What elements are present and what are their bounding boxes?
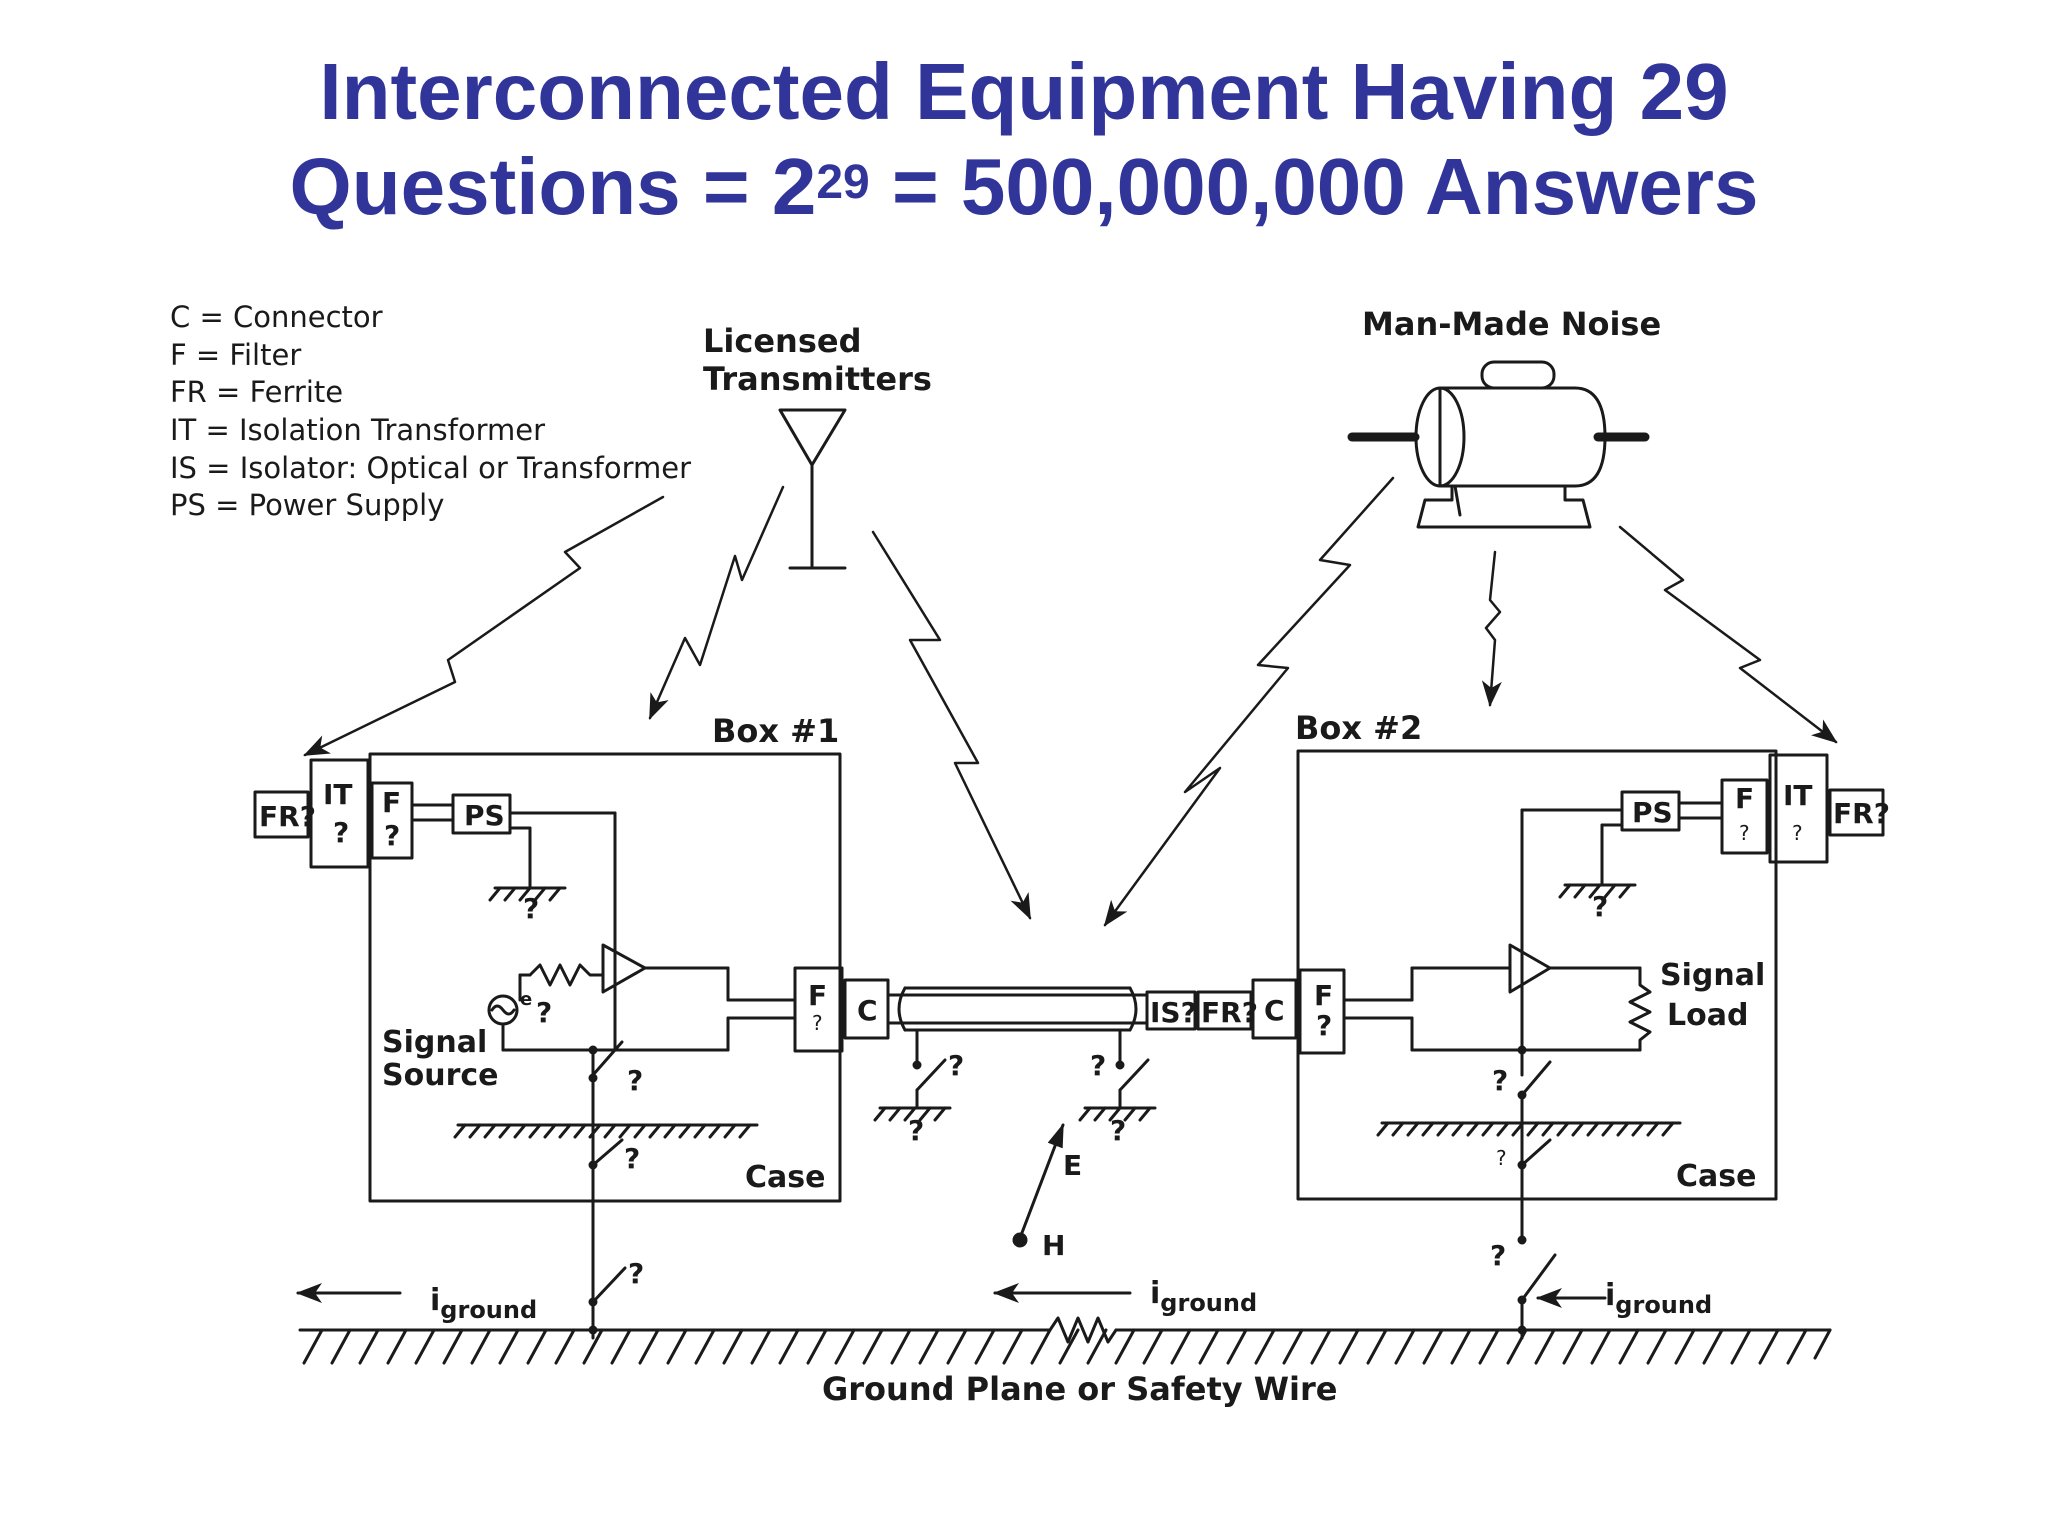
shielded-cable bbox=[886, 986, 1149, 1032]
antenna-icon bbox=[778, 408, 847, 570]
box1-title: Box #1 bbox=[712, 712, 839, 750]
zigzag-arrow-noise-cable bbox=[1103, 476, 1395, 927]
svg-text:?: ? bbox=[384, 819, 400, 852]
licensed-label-1: Licensed bbox=[703, 322, 861, 360]
legend-ferrite: FR = Ferrite bbox=[170, 375, 343, 409]
ground-plane bbox=[298, 1316, 1832, 1365]
svg-text:IT: IT bbox=[323, 778, 353, 811]
svg-text:?: ? bbox=[908, 1114, 924, 1147]
licensed-label-2: Transmitters bbox=[703, 360, 932, 398]
zigzag-arrow-transmitter-left bbox=[648, 485, 785, 720]
svg-text:F: F bbox=[1735, 782, 1754, 815]
box2-connector: C bbox=[1251, 978, 1298, 1040]
svg-text:?: ? bbox=[1316, 1009, 1332, 1042]
box2-load-label-2: Load bbox=[1667, 998, 1748, 1033]
legend-isolation-transformer: IT = Isolation Transformer bbox=[170, 413, 545, 447]
motor-icon bbox=[1347, 360, 1650, 529]
svg-text:FR?: FR? bbox=[1201, 996, 1258, 1029]
svg-text:F: F bbox=[382, 786, 401, 819]
svg-text:IT: IT bbox=[1783, 779, 1813, 812]
svg-text:?: ? bbox=[1592, 890, 1608, 923]
e-field-label: E bbox=[1063, 1149, 1082, 1182]
svg-text:?: ? bbox=[1496, 1146, 1507, 1170]
box2-amplifier bbox=[1508, 943, 1552, 994]
svg-text:?: ? bbox=[536, 996, 552, 1029]
svg-text:?: ? bbox=[812, 1011, 823, 1035]
box2-isolation-transformer: IT ? bbox=[1768, 753, 1829, 864]
svg-text:IS?: IS? bbox=[1150, 996, 1197, 1029]
svg-text:FR?: FR? bbox=[259, 800, 316, 833]
box1-connector: C bbox=[843, 978, 890, 1040]
box1-case bbox=[368, 752, 842, 1203]
box1-case-label: Case bbox=[745, 1160, 825, 1195]
box2-load-label-1: Signal bbox=[1660, 958, 1765, 993]
box2-input-filter: F ? bbox=[1298, 968, 1346, 1055]
box1-source-label-1: Signal bbox=[382, 1025, 487, 1060]
svg-text:F: F bbox=[808, 979, 827, 1012]
ground-current-label-center: iground bbox=[1150, 1276, 1257, 1317]
svg-text:PS: PS bbox=[464, 799, 505, 832]
box1-power-supply: PS bbox=[451, 793, 512, 835]
legend-connector: C = Connector bbox=[170, 300, 383, 334]
svg-text:?: ? bbox=[1090, 1049, 1106, 1082]
field-probe: E H bbox=[1012, 1123, 1082, 1262]
svg-text:FR?: FR? bbox=[1833, 797, 1890, 830]
cable-isolator: IS? bbox=[1145, 990, 1197, 1031]
svg-text:C: C bbox=[857, 994, 878, 1027]
svg-text:?: ? bbox=[628, 1257, 644, 1290]
svg-text:?: ? bbox=[1739, 821, 1750, 845]
box1-ferrite: FR? bbox=[253, 790, 316, 839]
box1-filter: F ? bbox=[370, 781, 414, 860]
title-line-2-pre: Questions = 2 bbox=[289, 142, 817, 231]
box1-source-label-2: Source bbox=[382, 1058, 499, 1093]
box2-filter: F ? bbox=[1720, 778, 1769, 855]
box1-amplifier bbox=[601, 943, 647, 994]
box2-title: Box #2 bbox=[1295, 709, 1422, 747]
svg-text:F: F bbox=[1314, 979, 1333, 1012]
noise-label: Man-Made Noise bbox=[1362, 305, 1661, 343]
zigzag-arrow-transmitter-cable bbox=[871, 530, 1032, 920]
legend-isolator: IS = Isolator: Optical or Transformer bbox=[170, 451, 691, 485]
h-field-label: H bbox=[1042, 1229, 1065, 1262]
svg-text:?: ? bbox=[333, 816, 349, 849]
svg-text:e: e bbox=[520, 989, 532, 1010]
cable-ferrite: FR? bbox=[1196, 990, 1258, 1031]
svg-text:C: C bbox=[1264, 994, 1285, 1027]
svg-text:?: ? bbox=[523, 892, 539, 925]
title-line-2-post: = 500,000,000 Answers bbox=[869, 142, 1759, 231]
svg-text:?: ? bbox=[1492, 1064, 1508, 1097]
ground-plane-label: Ground Plane or Safety Wire bbox=[822, 1370, 1338, 1408]
svg-text:PS: PS bbox=[1632, 796, 1673, 829]
ground-current-label-left: iground bbox=[430, 1283, 537, 1324]
zigzag-arrow-noise-right bbox=[1618, 525, 1838, 744]
box1-output-filter: F ? bbox=[793, 966, 844, 1053]
box2-case-label: Case bbox=[1676, 1159, 1756, 1194]
box2-ferrite: FR? bbox=[1828, 788, 1890, 837]
svg-text:?: ? bbox=[948, 1049, 964, 1082]
box1-isolation-transformer: IT ? bbox=[309, 758, 370, 869]
svg-text:?: ? bbox=[1792, 821, 1803, 845]
legend-power-supply: PS = Power Supply bbox=[170, 488, 444, 522]
legend-filter: F = Filter bbox=[170, 338, 301, 372]
svg-text:?: ? bbox=[1490, 1239, 1506, 1272]
title-exponent: 29 bbox=[816, 156, 870, 209]
zigzag-arrow-noise-box2 bbox=[1481, 550, 1502, 707]
ground-current-label-right: iground bbox=[1605, 1278, 1712, 1319]
svg-text:?: ? bbox=[627, 1064, 643, 1097]
box2-power-supply: PS bbox=[1620, 790, 1681, 832]
svg-text:?: ? bbox=[624, 1142, 640, 1175]
box2-load-resistor bbox=[1628, 966, 1652, 1052]
zigzag-arrow-legend bbox=[303, 495, 665, 757]
svg-text:?: ? bbox=[1110, 1114, 1126, 1147]
slide-title: Interconnected Equipment Having 29 Quest… bbox=[0, 44, 2048, 234]
box2-case bbox=[1296, 749, 1778, 1201]
title-line-1: Interconnected Equipment Having 29 bbox=[319, 47, 1729, 136]
title-line-2: Questions = 229 = 500,000,000 Answers bbox=[0, 139, 2048, 234]
